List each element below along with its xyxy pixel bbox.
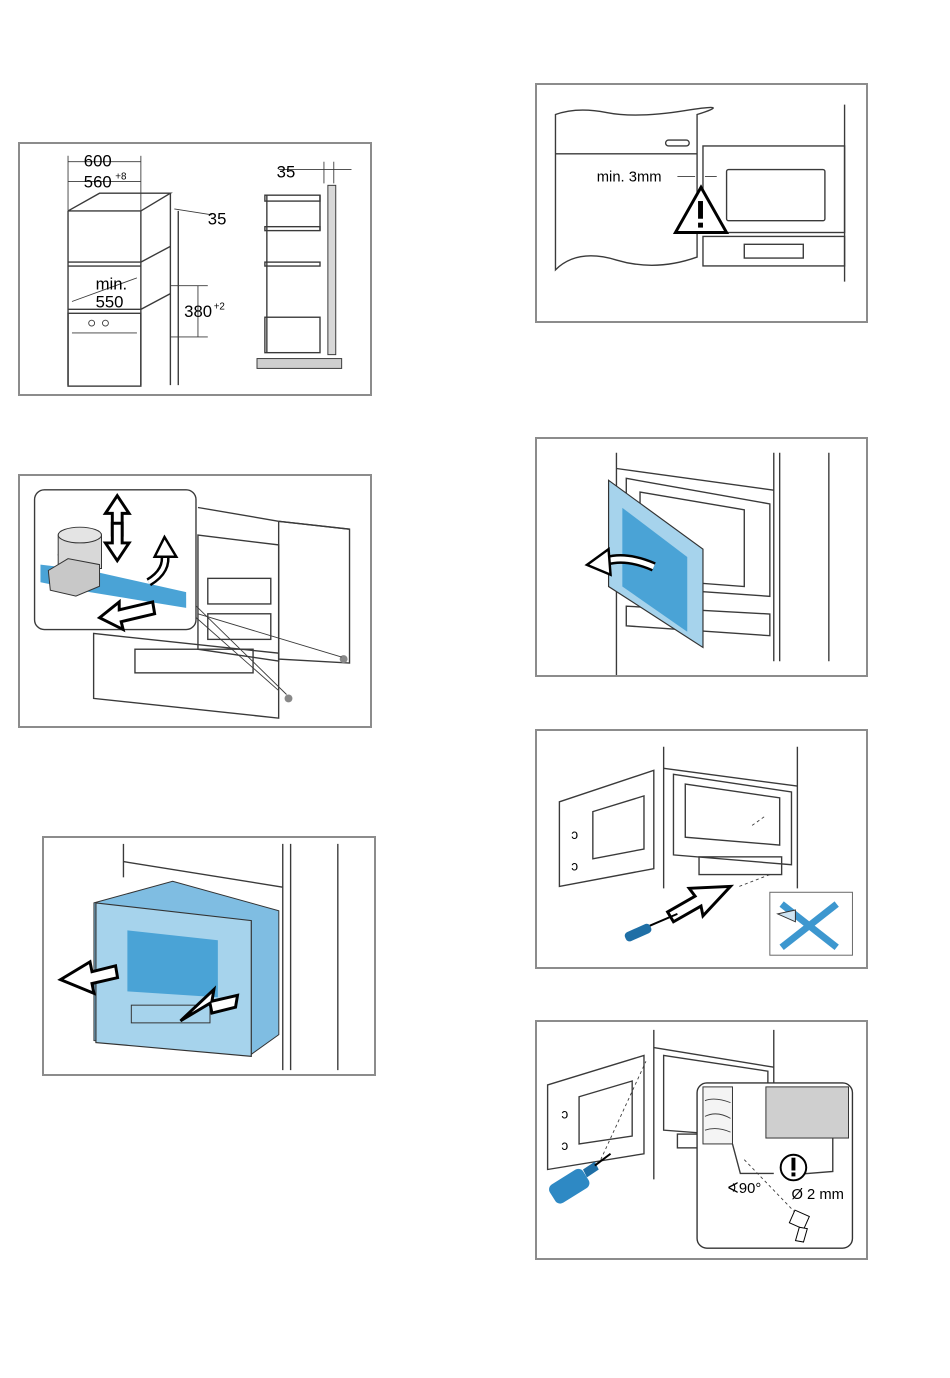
clearance-figure: min. 3mm: [535, 83, 868, 323]
screw-fixing-figure: ↄ ↄ: [535, 729, 868, 969]
warning-icon: [675, 187, 726, 232]
side-depth-label: 35: [277, 162, 296, 181]
door-hinge-mark-lower: ↄ: [561, 1138, 568, 1153]
dimensions-figure: 600 560 +8 35 min. 550 380 +2 35: [18, 142, 372, 396]
door-remove-drawing: [537, 439, 866, 675]
width-inner-tolerance: +8: [115, 171, 127, 182]
feet-adjust-figure: [18, 474, 372, 728]
feet-adjust-drawing: [20, 476, 370, 726]
width-inner-label: 560: [84, 172, 112, 191]
height-label: 380: [184, 302, 212, 321]
gap-label: min. 3mm: [597, 169, 662, 185]
min-label-line2: 550: [96, 292, 124, 311]
depth-top-label: 35: [208, 210, 227, 229]
dimensions-drawing: 600 560 +8 35 min. 550 380 +2 35: [20, 144, 370, 394]
screw-fixing-drawing: ↄ ↄ: [537, 731, 866, 967]
hinge-mark-upper: ↄ: [571, 827, 578, 842]
caution-icon: [781, 1155, 807, 1181]
insert-appliance-figure: [42, 836, 376, 1076]
drilling-drawing: ↄ ↄ ∢90° Ø 2 mm: [537, 1022, 866, 1258]
no-drill-icon: [770, 892, 853, 955]
screwdriver-icon: [623, 914, 677, 943]
angle-label: ∢90°: [727, 1181, 762, 1197]
door-hinge-mark-upper: ↄ: [561, 1106, 568, 1121]
clearance-drawing: min. 3mm: [537, 85, 866, 321]
diameter-label: Ø 2 mm: [791, 1187, 843, 1203]
insert-appliance-drawing: [44, 838, 374, 1074]
door-remove-figure: [535, 437, 868, 677]
width-outer-label: 600: [84, 152, 112, 171]
min-label-line1: min.: [96, 275, 128, 294]
height-tolerance: +2: [214, 301, 225, 312]
drilling-figure: ↄ ↄ ∢90° Ø 2 mm: [535, 1020, 868, 1260]
insert-arrow-icon: [668, 886, 731, 921]
hinge-mark-lower: ↄ: [571, 859, 578, 874]
drill-icon: [547, 1154, 611, 1206]
